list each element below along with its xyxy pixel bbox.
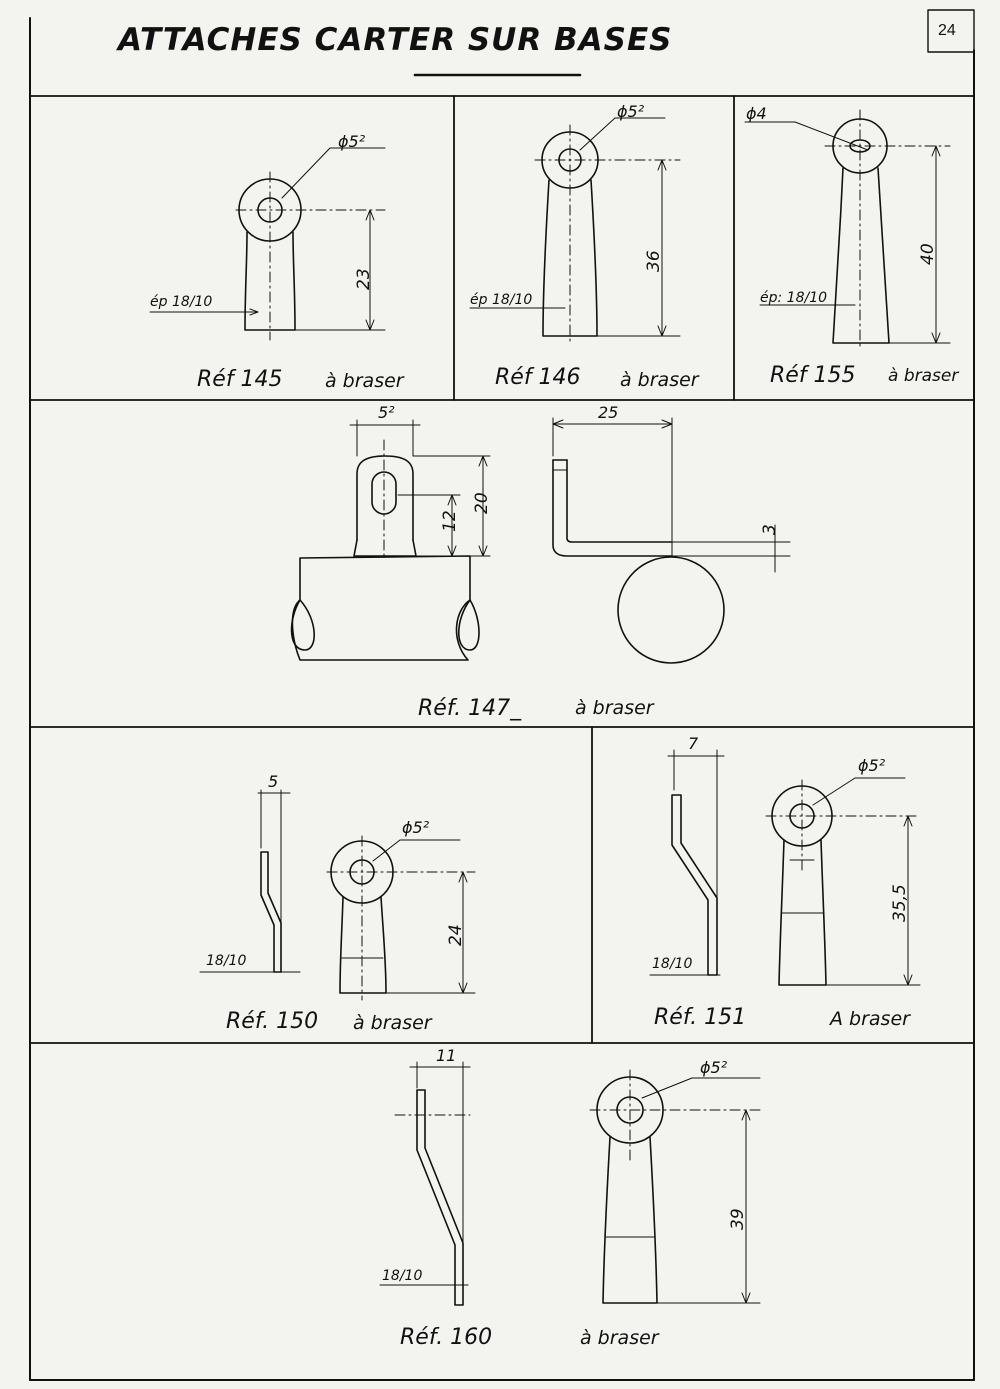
part-146-note: à braser: [620, 369, 699, 391]
part-155-height-dim: 40: [918, 243, 938, 265]
part-150-ref: Réf. 150: [226, 1009, 319, 1034]
part-146-drawing: [470, 118, 680, 345]
part-145-drawing: [150, 148, 385, 340]
part-160-height-dim: 39: [728, 1208, 748, 1230]
part-150-drawing: [200, 790, 475, 1000]
sheet-frame: [30, 10, 974, 1380]
part-160-ref: Réf. 160: [400, 1325, 493, 1350]
part-151-height-dim: 35,5: [890, 884, 910, 922]
part-147-note: à braser: [575, 697, 654, 719]
part-145-hole-dim: ϕ5²: [338, 132, 366, 151]
panel-grid: [30, 96, 974, 1043]
part-151-ref: Réf. 151: [654, 1005, 747, 1030]
part-151-drawing: [650, 750, 920, 985]
part-155-drawing: [745, 110, 950, 350]
part-150-thickness: 18/10: [206, 953, 247, 969]
part-146-hole-dim: ϕ5²: [617, 102, 645, 121]
part-151-hole-dim: ϕ5²: [858, 756, 886, 775]
part-160-hole-dim: ϕ5²: [700, 1058, 728, 1077]
part-147-ref: Réf. 147_: [418, 696, 522, 721]
part-146-thickness: ép 18/10: [470, 292, 533, 308]
part-160-thickness: 18/10: [382, 1268, 423, 1284]
part-145-note: à braser: [325, 370, 404, 392]
part-155-hole-dim: ϕ4: [746, 104, 767, 123]
part-147-total-height-dim: 20: [472, 492, 492, 514]
part-145-thickness: ép 18/10: [150, 294, 213, 310]
part-150-note: à braser: [353, 1012, 432, 1034]
part-147-slot-width-dim: 5²: [378, 403, 395, 422]
part-145-height-dim: 23: [354, 268, 374, 290]
part-155-note: à braser: [888, 366, 959, 386]
part-150-hole-dim: ϕ5²: [402, 818, 430, 837]
page-title: ATTACHES CARTER SUR BASES: [118, 22, 673, 58]
part-151-thickness: 18/10: [652, 956, 693, 972]
part-160-drawing: [380, 1062, 760, 1305]
part-160-bend-dim: 11: [436, 1046, 457, 1065]
part-151-bend-dim: 7: [688, 734, 699, 753]
part-147-slot-height-dim: 12: [440, 510, 460, 532]
part-147-depth-dim: 25: [598, 403, 619, 422]
part-146-ref: Réf 146: [495, 365, 581, 390]
part-150-height-dim: 24: [446, 924, 466, 946]
part-147-drawing: [292, 418, 790, 663]
part-151-note: A braser: [830, 1008, 910, 1030]
part-145-ref: Réf 145: [197, 367, 283, 392]
part-150-bend-dim: 5: [268, 772, 279, 791]
page-number: 24: [938, 22, 956, 39]
part-160-note: à braser: [580, 1327, 659, 1349]
part-155-thickness: ép: 18/10: [760, 290, 828, 306]
part-147-offset-dim: 3: [760, 524, 780, 535]
part-146-height-dim: 36: [644, 250, 664, 272]
part-155-ref: Réf 155: [770, 363, 856, 388]
